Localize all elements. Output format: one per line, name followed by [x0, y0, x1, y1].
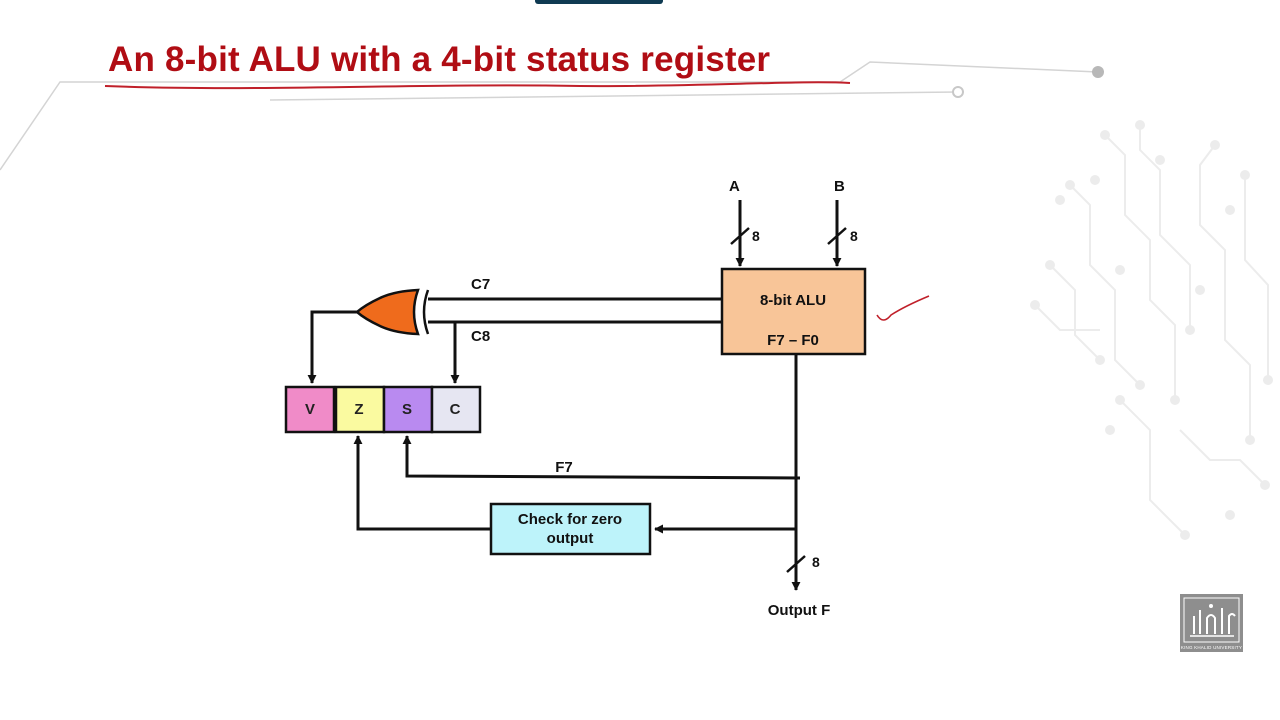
xor-gate-extra-curve: [422, 289, 430, 335]
zero-flag-line: [353, 435, 491, 531]
c7-label: C7: [471, 276, 490, 293]
input-a-width-slash: [730, 227, 750, 245]
status-flag-v: [284, 385, 336, 434]
zero-check-label-line1: Check for zero: [518, 511, 622, 528]
logo-caption: KING KHALID UNIVERSITY: [1180, 645, 1243, 650]
f7-label: F7: [555, 459, 573, 476]
checkmark-annotation: [876, 295, 930, 321]
status-flag-s-label: S: [402, 401, 412, 418]
alu-outputs-label: F7 – F0: [767, 332, 819, 349]
status-flag-c: [430, 385, 482, 434]
output-label: Output F: [768, 602, 830, 619]
f7-sign-line: [402, 435, 801, 480]
alu-name: 8-bit ALU: [760, 292, 826, 309]
zero-check-label-line2: output: [547, 530, 594, 547]
status-flag-v-label: V: [305, 401, 315, 418]
output-width: 8: [812, 554, 820, 570]
title-underline-annotation: [104, 81, 851, 90]
status-flag-s: [382, 385, 434, 434]
xor-gate: [355, 288, 420, 336]
input-b-width: 8: [850, 228, 858, 244]
c8-label: C8: [471, 328, 490, 345]
input-b-label: B: [834, 178, 845, 195]
status-register: V Z S C: [284, 385, 482, 434]
status-flag-c-label: C: [450, 401, 461, 418]
input-b-width-slash: [827, 227, 847, 245]
top-tab: [535, 0, 663, 4]
overflow-line: [307, 310, 357, 384]
input-a-width: 8: [752, 228, 760, 244]
zero-check-block: [489, 502, 652, 556]
university-logo-icon: [1183, 597, 1240, 643]
university-logo: KING KHALID UNIVERSITY: [1180, 594, 1243, 652]
slide-title: An 8-bit ALU with a 4-bit status registe…: [108, 40, 771, 79]
input-a-label: A: [729, 178, 740, 195]
alu-block: [720, 267, 867, 356]
status-flag-z-label: Z: [354, 401, 363, 418]
output-width-slash: [786, 555, 806, 573]
